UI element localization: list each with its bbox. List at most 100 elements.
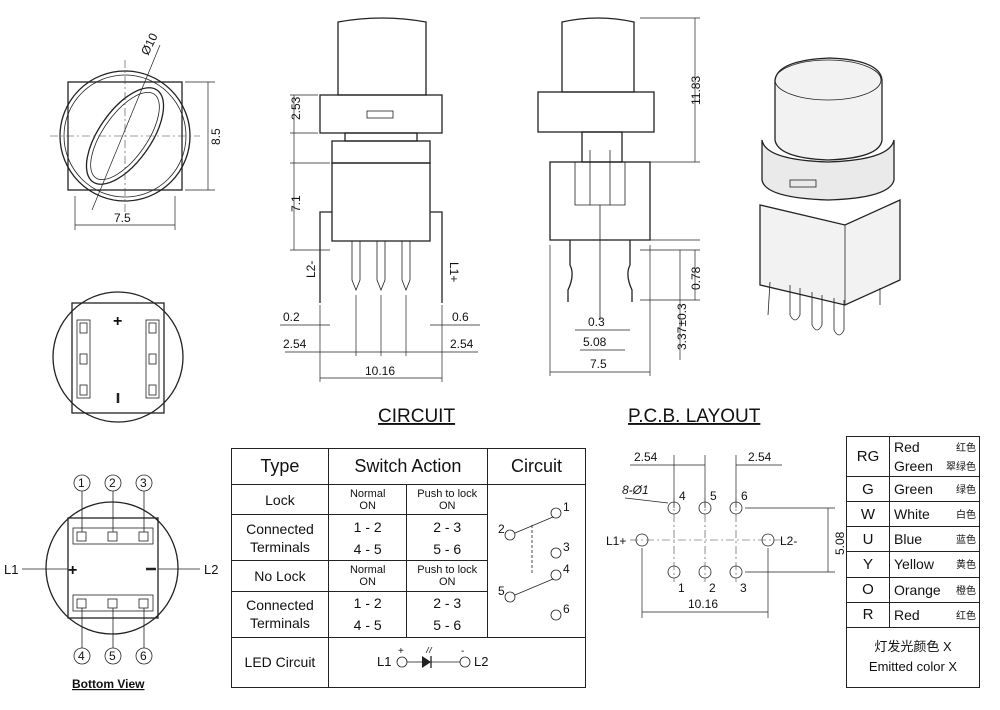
color-code-w: W bbox=[846, 501, 890, 528]
color-code-rg: RG bbox=[846, 435, 890, 478]
dim-3-37: 3.37±0.3 bbox=[675, 303, 689, 350]
side-view-front: 2.53 7.1 L2- L1+ 0.2 0.6 2.54 2.54 10.16 bbox=[280, 17, 480, 382]
heading-pcb: P.C.B. LAYOUT bbox=[628, 406, 761, 427]
th-circuit: Circuit bbox=[486, 447, 587, 486]
dim-10-16: 10.16 bbox=[365, 364, 395, 378]
dim-5-08: 5.08 bbox=[583, 335, 607, 349]
isometric-view bbox=[759, 57, 901, 336]
pcb-pin-5: 5 bbox=[710, 489, 717, 503]
pin-label-1: 1 bbox=[78, 476, 85, 490]
pcb-pin-3: 3 bbox=[740, 581, 747, 595]
terminal-view: + bbox=[52, 291, 184, 423]
circ-pin-3: 3 bbox=[563, 540, 570, 554]
pcb-l1: L1+ bbox=[606, 534, 626, 548]
circ-pin-2: 2 bbox=[498, 522, 505, 536]
dim-0-2: 0.2 bbox=[283, 310, 300, 324]
pcb-dim-2-54-right: 2.54 bbox=[748, 450, 772, 464]
switch-circuit-diagram: 2 1 3 5 4 6 bbox=[498, 500, 570, 621]
color-code-g: G bbox=[846, 476, 890, 503]
pcb-pin-2: 2 bbox=[709, 581, 716, 595]
pcb-layout: 2.54 2.54 8-Ø1 4 5 6 1 2 3 L1+ L2- 5.08 … bbox=[606, 450, 847, 618]
dim-2-54-right: 2.54 bbox=[450, 337, 474, 351]
circ-pin-6: 6 bbox=[563, 602, 570, 616]
dim-7-5-top: 7.5 bbox=[114, 211, 131, 225]
th-type: Type bbox=[231, 447, 329, 486]
side-view-section: 11.83 0.78 3.37±0.3 0.3 5.08 7.5 bbox=[537, 17, 703, 376]
row-no-lock: No Lock bbox=[231, 560, 329, 592]
pcb-l2: L2- bbox=[780, 534, 797, 548]
color-footer: 灯发光颜色 X Emitted color X bbox=[846, 626, 980, 689]
heading-circuit: CIRCUIT bbox=[378, 406, 455, 427]
dim-7-5-side: 7.5 bbox=[590, 357, 607, 371]
row-led-circuit: LED Circuit bbox=[231, 636, 329, 689]
pcb-pin-1: 1 bbox=[678, 581, 685, 595]
circ-pin-1: 1 bbox=[563, 500, 570, 514]
color-code-y: Y bbox=[846, 551, 890, 578]
led-minus: - bbox=[461, 646, 464, 657]
circuit-diagram-cell: 2 1 3 5 4 6 bbox=[486, 484, 587, 638]
led-plus: + bbox=[398, 646, 404, 657]
pcb-dim-10-16: 10.16 bbox=[688, 597, 718, 611]
pin-label-5: 5 bbox=[109, 649, 116, 663]
pin-label-3: 3 bbox=[140, 476, 147, 490]
pcb-dim-5-08: 5.08 bbox=[833, 531, 847, 555]
dim-0-3: 0.3 bbox=[588, 315, 605, 329]
pcb-holes: 8-Ø1 bbox=[622, 483, 649, 497]
dim-0-6: 0.6 bbox=[452, 310, 469, 324]
label-l1-bottom: L1 bbox=[4, 562, 18, 577]
label-l2-bottom: L2 bbox=[204, 562, 218, 577]
th-switch-action: Switch Action bbox=[327, 447, 488, 486]
led-circuit-cell: L1 + - L2 bbox=[327, 636, 587, 689]
row-lock: Lock bbox=[231, 484, 329, 516]
color-code-r: R bbox=[846, 601, 890, 628]
dim-2-53: 2.53 bbox=[289, 96, 303, 120]
pcb-dim-2-54-left: 2.54 bbox=[634, 450, 658, 464]
led-l2: L2 bbox=[474, 654, 488, 669]
bottom-view-caption: Bottom View bbox=[72, 677, 145, 691]
circ-pin-4: 4 bbox=[563, 562, 570, 576]
led-circuit-diagram: L1 + - L2 bbox=[377, 646, 488, 669]
circ-pin-5: 5 bbox=[498, 584, 505, 598]
dim-7-1: 7.1 bbox=[289, 195, 303, 212]
dim-diameter: Ø10 bbox=[138, 30, 161, 57]
top-view: Ø10 8.5 7.5 bbox=[50, 30, 223, 230]
pin-label-6: 6 bbox=[140, 649, 147, 663]
label-l2: L2- bbox=[304, 261, 318, 278]
dim-8-5: 8.5 bbox=[209, 128, 223, 145]
bottom-view: + 1 2 3 4 5 6 L1 L2 Bottom View bbox=[4, 474, 218, 691]
pcb-pin-6: 6 bbox=[741, 489, 748, 503]
dim-2-54-left: 2.54 bbox=[283, 337, 307, 351]
color-code-u: U bbox=[846, 526, 890, 553]
pcb-pin-4: 4 bbox=[679, 489, 686, 503]
svg-text:+: + bbox=[68, 562, 77, 579]
svg-text:+: + bbox=[113, 313, 122, 330]
dim-0-78: 0.78 bbox=[689, 266, 703, 290]
dim-11-83: 11.83 bbox=[689, 76, 703, 105]
label-l1: L1+ bbox=[447, 262, 461, 282]
color-code-o: O bbox=[846, 576, 890, 603]
pin-label-4: 4 bbox=[78, 649, 85, 663]
led-l1: L1 bbox=[377, 654, 391, 669]
pin-label-2: 2 bbox=[109, 476, 116, 490]
